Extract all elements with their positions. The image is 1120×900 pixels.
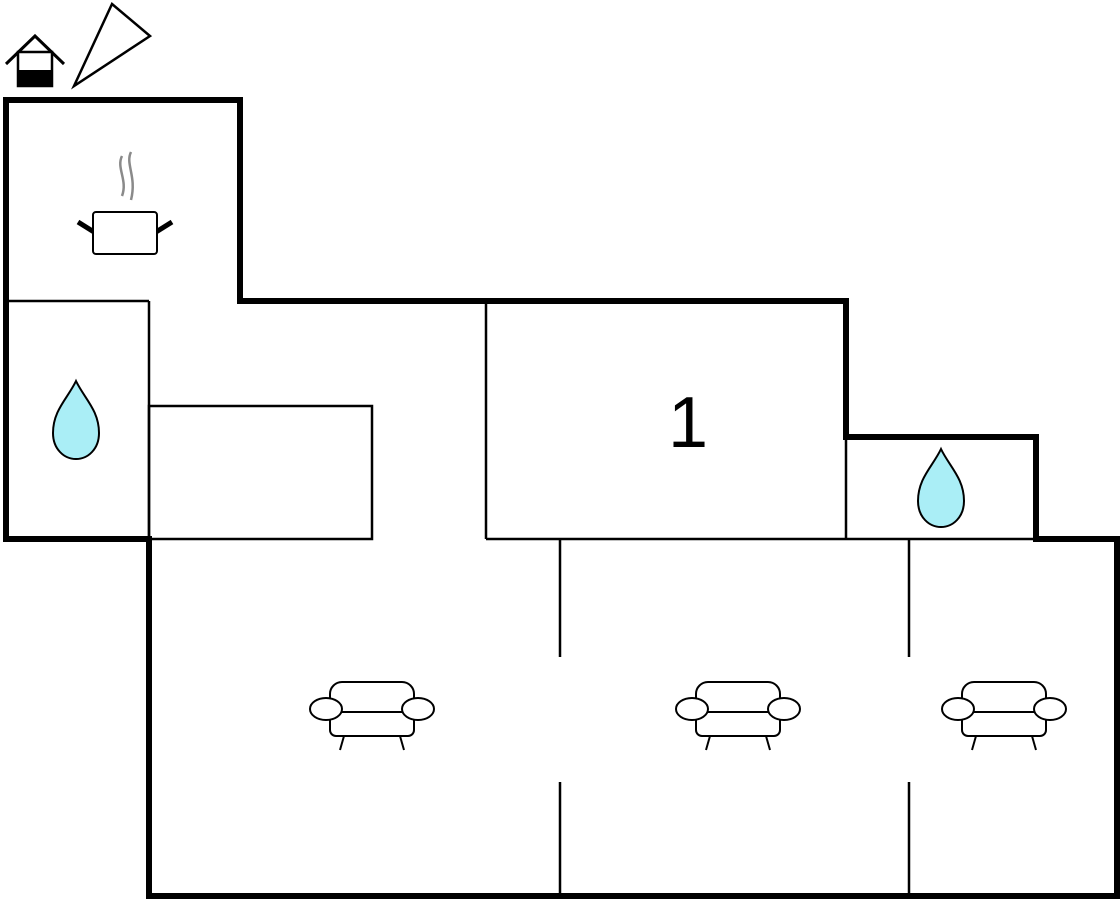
room-number: 1 bbox=[668, 383, 708, 463]
room-storage bbox=[147, 404, 374, 541]
sofa-icon bbox=[309, 681, 435, 751]
entrance-house-icon bbox=[4, 33, 66, 88]
water-drop-icon bbox=[51, 378, 101, 461]
sofa-icon bbox=[941, 681, 1067, 751]
sofa-icon bbox=[675, 681, 801, 751]
north-arrow-icon bbox=[71, 1, 153, 90]
cooking-pot-icon bbox=[76, 151, 174, 255]
water-drop-icon bbox=[916, 446, 966, 529]
interior-walls bbox=[6, 299, 1117, 896]
